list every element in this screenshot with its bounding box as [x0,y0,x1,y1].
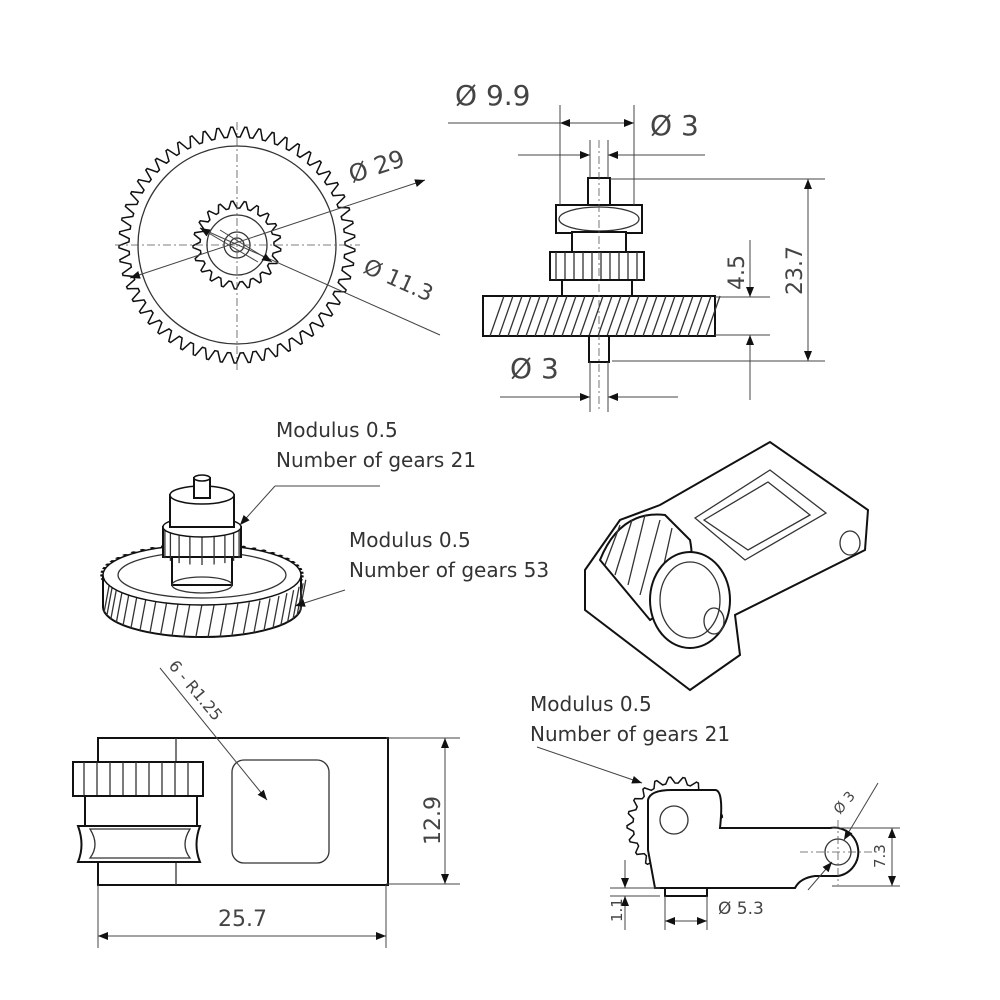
block-width-label: 25.7 [218,907,267,932]
boss-diameter-label: Ø 5.3 [718,899,764,919]
outer-diameter-label: Ø 29 [345,144,408,188]
gear-front-view: Ø 29 Ø 11.3 [115,122,441,370]
callout-main-gear-count: Number of gears 53 [349,558,550,582]
gear-height-label: 4.5 [725,255,750,290]
bracket-isometric [584,440,870,692]
arm-height-label: 7.3 [871,844,889,868]
inner-diameter-label: Ø 11.3 [360,255,437,308]
callout-pinion-side: Modulus 0.5 Number of gears 21 [530,689,730,749]
gear-side-view: Ø 9.9 Ø 3 23.7 4.5 Ø 3 [448,79,825,412]
callout-pinion-top: Modulus 0.5 Number of gears 21 [276,415,476,475]
callout-pinion-top-modulus: Modulus 0.5 [276,418,398,442]
gear-isometric [100,474,380,638]
callout-pinion-side-modulus: Modulus 0.5 [530,692,652,716]
total-height-label: 23.7 [783,246,808,295]
callout-main-gear-modulus: Modulus 0.5 [349,528,471,552]
hub-diameter-label: Ø 9.9 [455,79,530,112]
fillet-label: 6 - R1.25 [165,656,226,724]
block-height-label: 12.9 [421,796,446,845]
bracket-top-view: 6 - R1.25 12.9 25.7 [72,656,460,948]
hole-diameter-label: Ø 3 [831,789,859,818]
shaft-bottom-label: Ø 3 [510,352,559,385]
base-offset-label: 1.1 [608,898,626,922]
shaft-top-label: Ø 3 [650,109,699,142]
callout-pinion-side-count: Number of gears 21 [530,722,731,746]
callout-main-gear: Modulus 0.5 Number of gears 53 [349,525,549,585]
callout-pinion-top-count: Number of gears 21 [276,448,477,472]
bracket-side-view: Ø 3 7.3 Ø 5.3 1.1 [536,746,900,930]
